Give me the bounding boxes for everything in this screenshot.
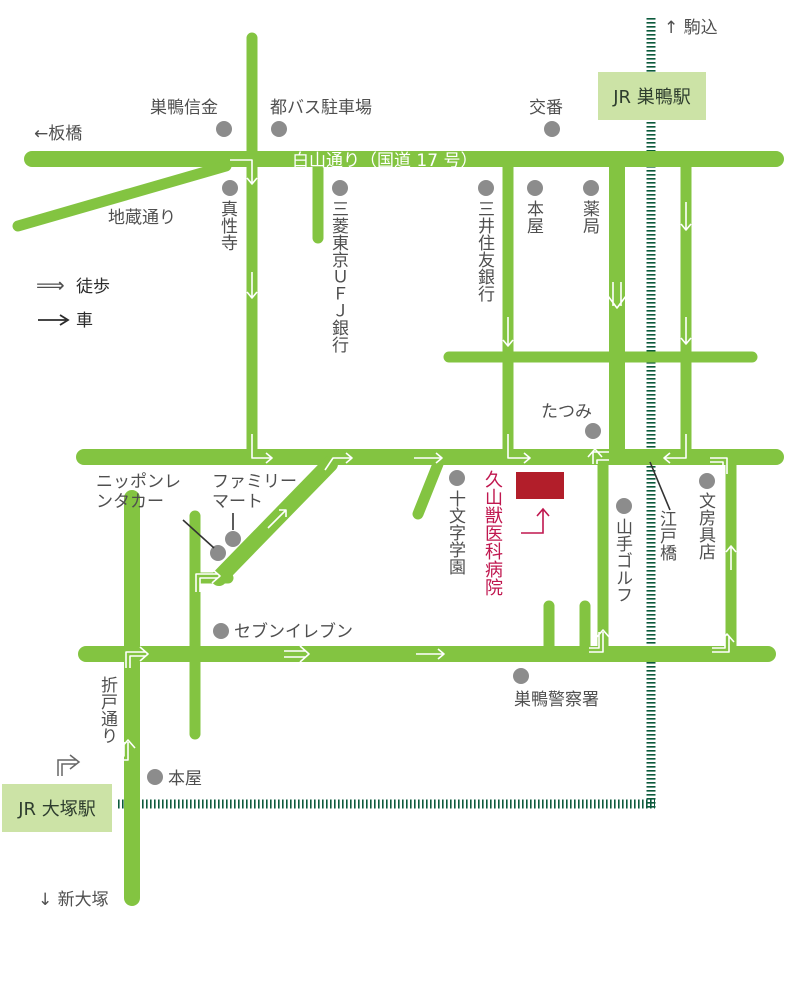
landmark-jumonji: 十文字学園 [445, 490, 465, 575]
landmark-toei-bus: 都バス駐車場 [270, 98, 372, 118]
hospital-marker[interactable] [516, 472, 564, 499]
walk-arrow-3 [587, 448, 609, 464]
car-arrow-13 [416, 648, 445, 660]
leader-nippon-rent [182, 519, 215, 549]
car-arrow-4 [502, 317, 514, 347]
landmark-yamate-golf: 山手ゴルフ [612, 518, 632, 603]
car-arrow-2 [246, 272, 258, 299]
hospital-name[interactable]: 久山獣医科病院 [482, 470, 503, 596]
car-arrow-5 [507, 434, 531, 464]
station-otsuka[interactable]: JR 大塚駅 [2, 784, 112, 832]
walk-arrow-otsuka [57, 754, 81, 776]
jr-yamanote-line [118, 18, 656, 809]
walk-arrow-5 [710, 457, 728, 474]
car-arrow-7 [680, 317, 692, 345]
direction-shin-otsuka: ↓ 新大塚 [38, 890, 109, 910]
car-arrow-3 [251, 434, 273, 464]
road-label-orito: 折戸通り [97, 676, 118, 744]
legend-walk-symbol: ⟹ [36, 273, 65, 297]
landmark-honya-south: 本屋 [168, 769, 202, 789]
walk-arrow-7 [284, 645, 310, 663]
landmark-edobashi: 江戸橋 [656, 510, 676, 561]
car-arrow-11 [267, 509, 287, 529]
landmark-nippon-rent: ニッポンレンタカー [96, 472, 181, 512]
jizo-dori-road [12, 160, 232, 232]
landmark-sugamo-shinkin: 巣鴨信金 [150, 98, 218, 118]
legend-car-arrow-head [59, 314, 70, 326]
walk-arrow-8 [125, 646, 149, 668]
direction-itabashi: ←板橋 [34, 124, 82, 144]
landmark-seven-eleven: セブンイレブン [234, 621, 353, 642]
walk-arrow-9 [114, 739, 136, 761]
landmark-honya-north: 本屋 [523, 200, 543, 234]
direction-arrows [114, 159, 737, 761]
car-arrow-10 [324, 452, 353, 471]
landmark-tatsumi: たつみ [541, 402, 592, 422]
legend-car-label: 車 [76, 311, 93, 331]
road-label-hakusan: 白山通り（国道 17 号） [292, 151, 477, 171]
landmark-dots [147, 121, 715, 785]
leader-edobashi [649, 461, 671, 511]
car-arrow-8 [663, 434, 687, 464]
walk-arrow-2 [195, 568, 221, 592]
car-arrow-1 [230, 159, 258, 185]
walk-arrow-4 [589, 629, 611, 653]
landmark-familymart: ファミリーマート [212, 472, 297, 512]
landmark-mufg: 三菱東京ＵＦＪ銀行 [328, 200, 348, 353]
landmark-shinshoji: 真性寺 [217, 200, 237, 251]
hospital-arrow [521, 507, 550, 534]
landmark-bunboguten: 文房具店 [695, 492, 715, 560]
car-arrow-9 [414, 452, 443, 464]
road-jumonji-stub [412, 458, 444, 520]
landmark-yakkyoku: 薬局 [579, 200, 599, 234]
legend: ⟹ 徒歩 車 [36, 273, 110, 331]
landmark-police: 巣鴨警察署 [514, 690, 599, 710]
walk-arrow-1 [607, 282, 627, 309]
direction-komagome: ↑ 駒込 [664, 18, 718, 38]
walk-arrow-6 [712, 633, 735, 653]
car-arrow-6 [680, 202, 692, 231]
station-otsuka-label: JR 大塚駅 [17, 799, 96, 820]
legend-walk-label: 徒歩 [76, 277, 110, 297]
road-label-jizo: 地蔵通り [108, 208, 176, 228]
landmark-koban: 交番 [529, 98, 563, 118]
station-sugamo-label: JR 巣鴨駅 [612, 87, 691, 108]
station-sugamo[interactable]: JR 巣鴨駅 [598, 72, 706, 120]
car-arrow-12 [725, 545, 737, 570]
landmark-smbc: 三井住友銀行 [474, 200, 494, 302]
